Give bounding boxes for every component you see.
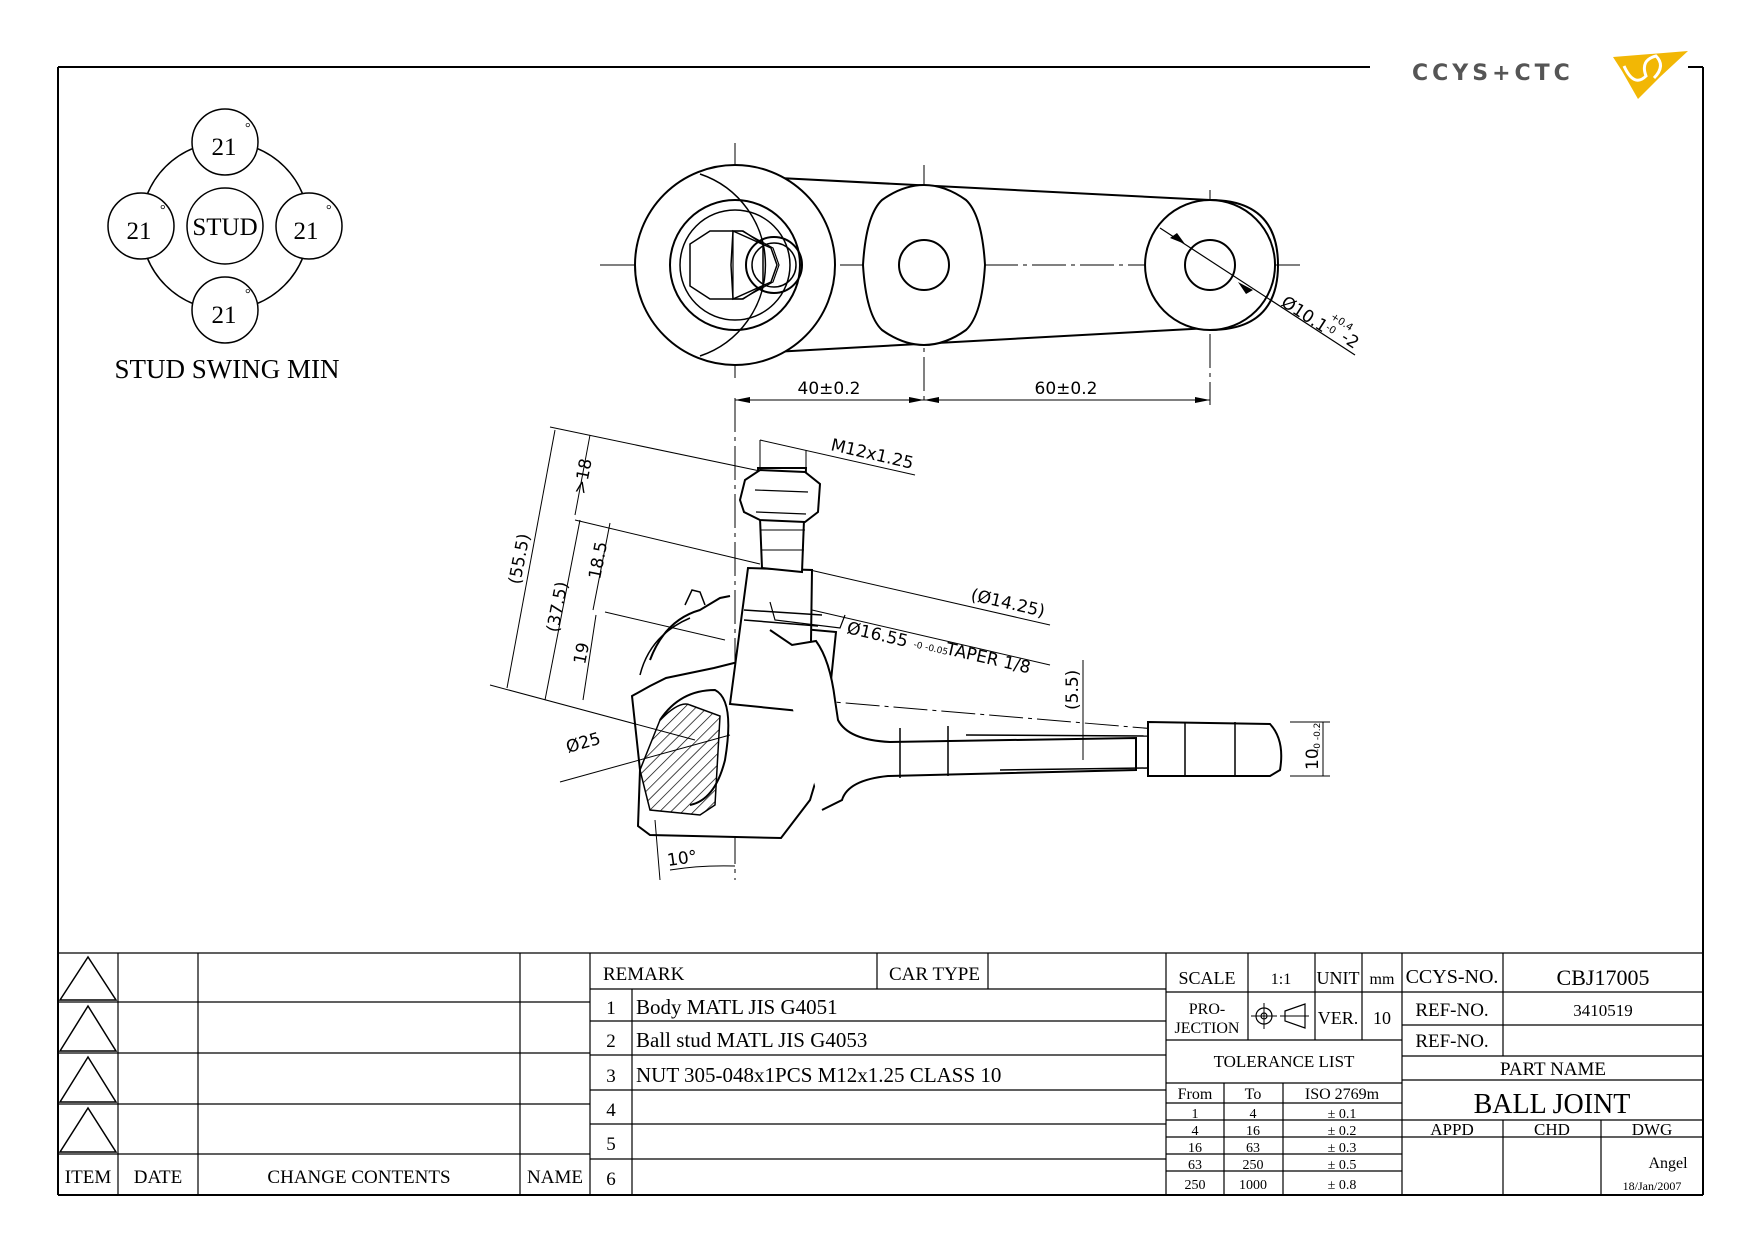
tolerance-from: 1: [1192, 1107, 1199, 1122]
remark-row-no: 3: [606, 1066, 616, 1087]
tolerance-to: 16: [1246, 1124, 1260, 1139]
version-label: VER.: [1318, 1008, 1359, 1028]
dimension-10: 10: [1303, 748, 1323, 770]
dimension-37-5: (37.5): [543, 580, 572, 634]
checked-label: CHD: [1534, 1120, 1570, 1139]
remark-row-text: NUT 305-048x1PCS M12x1.25 CLASS 10: [636, 1063, 1001, 1087]
specs-block: SCALE 1:1 UNIT mm PRO- JECTION VER. 10 T…: [1165, 953, 1402, 1195]
revision-item-header: ITEM: [65, 1167, 112, 1188]
ref-no-value: 3410519: [1573, 1001, 1633, 1020]
stud-label: STUD: [192, 214, 257, 241]
company-logo: CCYS+CTC: [1412, 51, 1688, 99]
revision-name-header: NAME: [527, 1167, 583, 1188]
tolerance-iso-header: ISO 2769m: [1305, 1086, 1380, 1103]
dimension-19: 19: [570, 641, 594, 666]
tolerance-from-header: From: [1178, 1086, 1213, 1103]
swing-angle-top: 21: [212, 134, 237, 161]
drawn-by: Angel: [1648, 1155, 1688, 1172]
projection-symbol-icon: [1251, 1003, 1309, 1029]
dimension-18-min: >18: [570, 457, 596, 496]
tolerance-from: 16: [1188, 1141, 1202, 1156]
tolerance-to: 4: [1250, 1107, 1257, 1122]
remarks-table: REMARK CAR TYPE 1 Body MATL JIS G4051 2 …: [589, 952, 1703, 1195]
scale-value: 1:1: [1271, 971, 1291, 988]
remark-row-no: 6: [606, 1169, 616, 1190]
revision-table: ITEM DATE CHANGE CONTENTS NAME: [58, 952, 590, 1195]
remark-row-no: 2: [606, 1031, 616, 1052]
unit-value: mm: [1370, 971, 1395, 988]
swing-angle-bottom: 21: [212, 302, 237, 329]
swing-angle-right: 21: [294, 218, 319, 245]
side-view: (55.5) (37.5) >18 18.5 19 M12x1.25 (Ø14.…: [489, 398, 1330, 881]
angle-10: 10°: [666, 847, 699, 871]
swing-angle-left: 21: [127, 218, 152, 245]
tolerance-to: 1000: [1239, 1178, 1267, 1193]
tolerance-from: 63: [1188, 1158, 1202, 1173]
stud-swing-caption: STUD SWING MIN: [115, 354, 340, 384]
degree-mark: °: [245, 121, 251, 136]
drawn-label: DWG: [1632, 1120, 1673, 1139]
tolerance-value: ± 0.1: [1328, 1107, 1357, 1122]
remark-row-no: 5: [606, 1134, 616, 1155]
dimension-40: 40±0.2: [798, 379, 861, 399]
part-name-label: PART NAME: [1500, 1059, 1606, 1080]
dimension-60: 60±0.2: [1035, 379, 1098, 399]
title-block: CCYS-NO. CBJ17005 REF-NO. 3410519 REF-NO…: [1401, 953, 1703, 1195]
remark-row-no: 4: [606, 1100, 616, 1121]
remark-row-text: Body MATL JIS G4051: [636, 995, 838, 1019]
unit-label: UNIT: [1317, 968, 1360, 988]
ref-no-2-label: REF-NO.: [1415, 1031, 1488, 1052]
tolerance-value: ± 0.2: [1328, 1124, 1357, 1139]
drawing-border: [57, 66, 1704, 1196]
degree-mark: °: [160, 203, 166, 218]
dimension-10-tolerance: -0 -0.2: [1313, 723, 1323, 752]
tolerance-from: 250: [1185, 1178, 1206, 1193]
degree-mark: °: [326, 203, 332, 218]
revision-change-header: CHANGE CONTENTS: [267, 1167, 450, 1188]
remark-header: REMARK: [603, 964, 685, 985]
degree-mark: °: [245, 287, 251, 302]
remark-row-no: 1: [606, 998, 616, 1019]
tolerance-to: 250: [1243, 1158, 1264, 1173]
projection-label: JECTION: [1175, 1020, 1240, 1037]
stud-swing-diagram: STUD 21 ° 21 ° 21 ° 21 ° STUD SWING MIN: [107, 108, 343, 384]
remark-row-text: Ball stud MATL JIS G4053: [636, 1028, 867, 1052]
tolerance-to-header: To: [1245, 1086, 1262, 1103]
tolerance-value: ± 0.5: [1328, 1158, 1357, 1173]
tolerance-value: ± 0.3: [1328, 1141, 1357, 1156]
tolerance-value: ± 0.8: [1328, 1178, 1357, 1193]
dimension-18-5: 18.5: [585, 540, 612, 581]
tolerance-from: 4: [1192, 1124, 1199, 1139]
drawing-date: 18/Jan/2007: [1623, 1179, 1682, 1193]
taper-ratio: TAPER 1/8: [943, 639, 1033, 678]
hole-count: -2: [1337, 327, 1362, 353]
taper-tolerance: -0 -0.05: [912, 640, 948, 658]
car-type-header: CAR TYPE: [889, 964, 980, 985]
tolerance-title: TOLERANCE LIST: [1214, 1052, 1355, 1071]
tolerance-to: 63: [1246, 1141, 1260, 1156]
dimension-25: Ø25: [564, 729, 603, 758]
taper-diameter: Ø16.55: [845, 618, 910, 651]
approved-label: APPD: [1430, 1120, 1473, 1139]
top-view: Ø10.1 +0.4 -0 -2 40±0.2 60±0.2: [600, 143, 1362, 405]
dimension-5-5: (5.5): [1063, 670, 1083, 710]
ccys-no-value: CBJ17005: [1557, 965, 1650, 990]
thread-spec: M12x1.25: [829, 435, 916, 473]
ccys-no-label: CCYS-NO.: [1406, 966, 1499, 988]
ref-no-label: REF-NO.: [1415, 1000, 1488, 1021]
part-name: BALL JOINT: [1474, 1089, 1631, 1120]
revision-date-header: DATE: [134, 1167, 183, 1188]
projection-label: PRO-: [1189, 1001, 1225, 1018]
scale-label: SCALE: [1178, 968, 1235, 988]
version-value: 10: [1373, 1008, 1391, 1028]
dimension-14-25: (Ø14.25): [969, 585, 1047, 621]
logo-text: CCYS+CTC: [1412, 61, 1574, 86]
dimension-55-5: (55.5): [505, 532, 534, 586]
